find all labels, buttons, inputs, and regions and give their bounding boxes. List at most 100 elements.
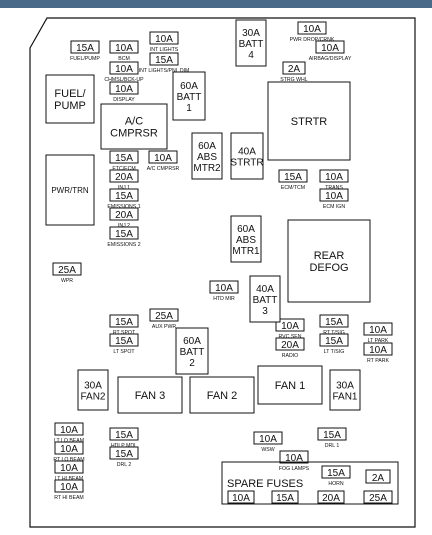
relay-text: FAN 2	[207, 390, 238, 402]
relay-text: PWR/TRN	[51, 186, 89, 195]
maxi-fuse-text: 30A	[336, 381, 354, 392]
mini-fuse-box	[319, 188, 349, 202]
maxi-fuse-text: STRTR	[230, 158, 263, 169]
maxi-fuse-box	[230, 215, 262, 263]
mini-fuse-box	[278, 169, 308, 183]
fuse-label: LT HI BEAM	[55, 476, 83, 482]
mini-fuse-box	[275, 318, 305, 332]
maxi-fuse-text: BATT	[180, 347, 205, 358]
fuse-rating: 10A	[369, 345, 387, 356]
spare-fuse-rating: 20A	[322, 493, 340, 504]
mini-fuse-ecm-tcm: 15A ECM/TCM	[278, 169, 308, 191]
mini-fuse-box	[317, 427, 347, 441]
mini-fuse-box	[148, 150, 178, 164]
fuse-label: DRL 2	[117, 462, 132, 468]
relay-box	[117, 376, 183, 414]
relay-fuel-pump: FUEL/PUMP	[45, 74, 95, 124]
fuse-rating: 10A	[60, 425, 78, 436]
mini-fuse-box	[209, 280, 239, 294]
fuse-label: INT LIGHTS	[150, 47, 179, 53]
fuse-rating: 15A	[115, 191, 133, 202]
mini-fuse-box	[54, 460, 84, 474]
mini-fuse-box	[149, 308, 179, 322]
fuse-label: ECM IGN	[323, 204, 345, 210]
mini-fuse-box	[54, 479, 84, 493]
fuse-label: BCM	[118, 56, 130, 62]
relay-box	[45, 154, 95, 226]
fuse-label: WSW	[261, 447, 274, 453]
fuse-rating: 10A	[369, 325, 387, 336]
fuse-rating: 15A	[115, 153, 133, 164]
fuse-label: INJ 2	[118, 223, 130, 229]
fuse-label: AIRBAG/DISPLAY	[309, 56, 352, 62]
spare-fuses-frame	[221, 461, 399, 505]
fuse-rating: 15A	[325, 336, 343, 347]
maxi-fuse-box	[172, 71, 206, 121]
fuse-label: HTD MIR	[213, 296, 235, 302]
fuse-rating: 10A	[154, 153, 172, 164]
fuse-label: A/C CMPRSR	[147, 166, 180, 172]
fuse-rating: 10A	[325, 191, 343, 202]
mini-fuse-box	[253, 431, 283, 445]
mini-fuse-rt-hi-beam: 10A RT HI BEAM	[54, 479, 84, 501]
fuse-label: EMISSIONS 2	[107, 242, 140, 248]
fuse-label: INJ 1	[118, 185, 130, 191]
fuse-label: RT HI BEAM	[54, 495, 84, 501]
fuse-rating: 10A	[60, 482, 78, 493]
spare-fuse-rating: 25A	[369, 493, 387, 504]
maxi-fuse-box	[249, 275, 281, 323]
relay-text: STRTR	[291, 116, 328, 128]
mini-fuse-box	[109, 446, 139, 460]
mini-fuse-box	[279, 450, 309, 464]
fuse-rating: 10A	[115, 84, 133, 95]
fuse-rating: 2A	[288, 64, 301, 75]
header-bar	[0, 0, 432, 8]
spare-fuse-box	[317, 490, 345, 504]
mini-fuse-box	[319, 333, 349, 347]
maxi-fuse-text: 60A	[237, 224, 255, 235]
maxi-fuse-text: 60A	[198, 141, 216, 152]
mini-fuse-box	[149, 52, 179, 66]
mini-fuse-box	[109, 427, 139, 441]
relay-box	[257, 365, 323, 405]
mini-fuse-ecm-ign: 10A ECM IGN	[319, 188, 349, 210]
fuse-rating: 15A	[284, 172, 302, 183]
relay-text: REAR	[314, 250, 345, 262]
mini-fuse-box	[321, 465, 351, 479]
fuse-label: HDLP MDL	[111, 443, 137, 449]
fuse-rating: 15A	[76, 43, 94, 54]
maxi-fuse-text: FAN2	[80, 392, 105, 403]
spare-fuse-box	[271, 490, 299, 504]
fuse-label: RT SPOT	[113, 330, 136, 336]
fuse-label: FUEL/PUMP	[70, 56, 100, 62]
fuse-label: ECM/TCM	[281, 185, 305, 191]
relay-text: FUEL/	[54, 88, 86, 100]
relay-fan-1: FAN 1	[257, 365, 323, 405]
relay-fan-3: FAN 3	[117, 376, 183, 414]
mini-fuse-fuel-pump: 15A FUEL/PUMP	[70, 40, 100, 62]
fuse-label: RADIO	[282, 353, 298, 359]
fuse-label: CHMSL/BCK-UP	[104, 77, 144, 83]
fuse-rating: 15A	[155, 55, 173, 66]
maxi-fuse-text: 4	[248, 50, 254, 61]
relay-box	[100, 103, 168, 150]
